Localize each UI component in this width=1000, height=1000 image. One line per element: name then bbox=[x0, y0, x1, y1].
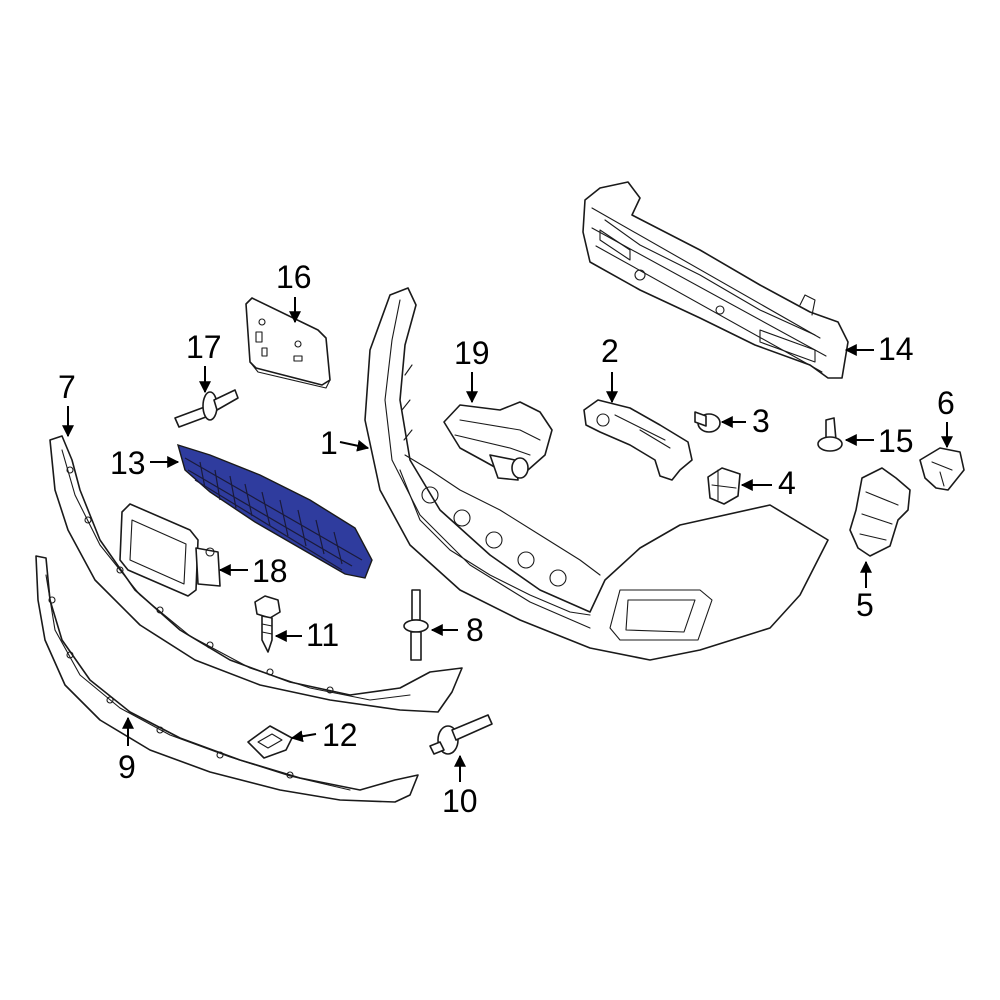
callout-12: 12 bbox=[322, 717, 358, 753]
part-14-reinforcement-beam[interactable] bbox=[582, 181, 849, 379]
part-15-retainer[interactable] bbox=[817, 417, 843, 452]
part-5-mount-bracket[interactable] bbox=[849, 467, 911, 557]
part-10-push-pin[interactable] bbox=[429, 714, 493, 755]
part-17-pin-fastener[interactable] bbox=[174, 389, 239, 428]
callout-16: 16 bbox=[276, 259, 312, 295]
part-4-clip[interactable] bbox=[707, 467, 741, 505]
callout-1: 1 bbox=[320, 425, 338, 461]
part-6-guide-bracket[interactable] bbox=[919, 447, 965, 491]
callout-6: 6 bbox=[937, 385, 955, 421]
callout-18: 18 bbox=[252, 553, 288, 589]
callout-19: 19 bbox=[454, 335, 490, 371]
callout-4: 4 bbox=[778, 465, 796, 501]
callout-9: 9 bbox=[118, 749, 136, 785]
leader-arrows bbox=[62, 297, 953, 782]
callout-15: 15 bbox=[878, 423, 914, 459]
part-18-sensor-module[interactable] bbox=[119, 503, 221, 597]
callout-3: 3 bbox=[752, 403, 770, 439]
part-1-bumper-cover[interactable] bbox=[364, 287, 829, 661]
callout-7: 7 bbox=[58, 369, 76, 405]
callout-17: 17 bbox=[186, 329, 222, 365]
part-8-stud[interactable] bbox=[403, 589, 429, 661]
part-11-bolt[interactable] bbox=[254, 595, 281, 653]
callout-11: 11 bbox=[306, 617, 339, 653]
part-19-sensor-bracket[interactable] bbox=[443, 401, 553, 481]
callout-labels: 1 2 3 4 5 6 7 8 9 10 11 12 13 14 15 16 1… bbox=[58, 259, 955, 819]
part-16-license-bracket[interactable] bbox=[245, 297, 331, 389]
part-2-side-bracket[interactable] bbox=[583, 399, 693, 481]
part-12-clip-nut[interactable] bbox=[247, 725, 293, 759]
callout-2: 2 bbox=[601, 333, 619, 369]
callout-10: 10 bbox=[442, 783, 478, 819]
part-7-upper-valance[interactable] bbox=[49, 435, 463, 713]
callout-5: 5 bbox=[856, 587, 874, 623]
part-3-push-retainer[interactable] bbox=[694, 411, 721, 433]
callout-14: 14 bbox=[878, 331, 914, 367]
part-13-lower-grille[interactable] bbox=[176, 443, 373, 579]
callout-13: 13 bbox=[110, 445, 146, 481]
callout-8: 8 bbox=[466, 612, 484, 648]
part-9-lower-deflector[interactable] bbox=[35, 555, 419, 803]
